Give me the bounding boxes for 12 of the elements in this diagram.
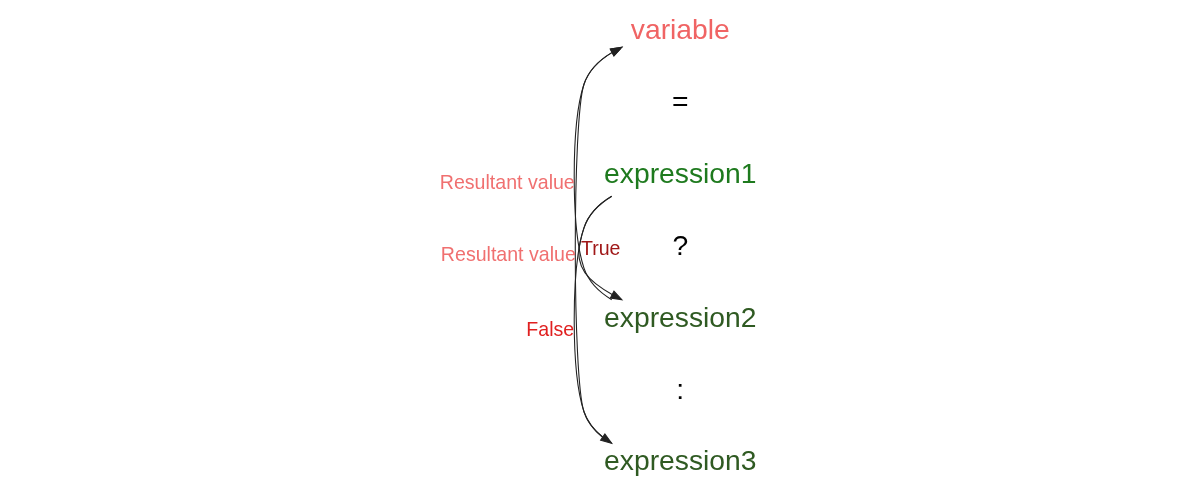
edge-label: Resultant value <box>439 171 575 194</box>
label: ? <box>671 228 688 261</box>
edge-label: False <box>525 317 574 340</box>
node-text: expression2 <box>603 300 757 333</box>
label: = <box>671 85 689 118</box>
node-text: expression1 <box>603 157 757 190</box>
label: : <box>675 372 684 405</box>
edge-label: True <box>580 237 620 260</box>
node-text: expression3 <box>603 444 757 477</box>
node-text: variable <box>630 13 730 46</box>
edge-label: Resultant value <box>440 243 576 266</box>
arrow <box>573 46 623 301</box>
